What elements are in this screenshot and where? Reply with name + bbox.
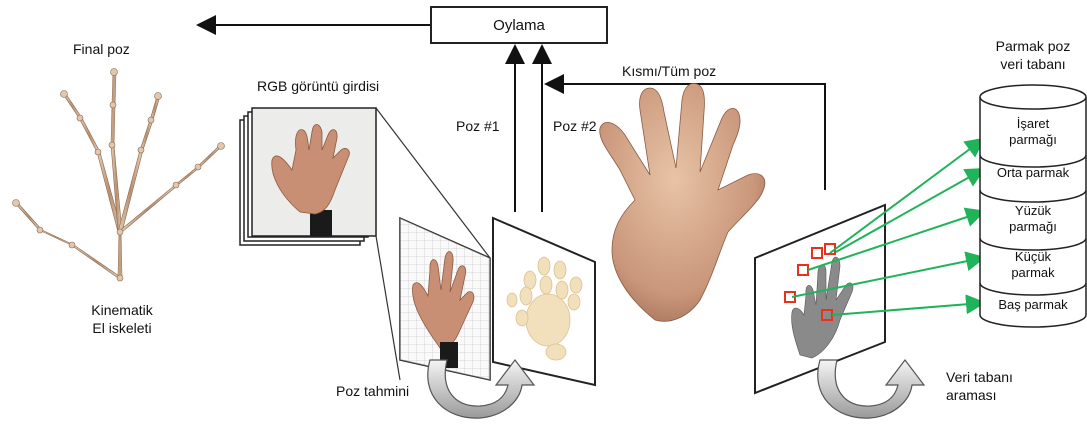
pose2-label: Poz #2	[553, 117, 597, 135]
db-segment-little: Küçük parmak	[982, 249, 1084, 281]
hand-3d-model	[600, 84, 765, 322]
db-search-label-1: Veri tabanı	[946, 368, 1013, 386]
final-pose-label: Final poz	[73, 40, 130, 58]
db-segment-thumb: Baş parmak	[982, 297, 1084, 313]
db-segment-ring: Yüzük parmağı	[982, 203, 1084, 235]
rgb-image-stack	[240, 108, 376, 245]
db-title-label-2: veri tabanı	[978, 55, 1087, 73]
kinematic-label-2: El iskeleti	[82, 319, 162, 337]
pose1-label: Poz #1	[456, 117, 500, 135]
database-search-arrow	[818, 360, 924, 418]
rgb-input-label: RGB görüntü girdisi	[257, 77, 379, 95]
voting-label: Oylama	[493, 17, 545, 34]
kinematic-label-1: Kinematik	[82, 301, 162, 319]
pose-estimation-label: Poz tahmini	[336, 382, 409, 400]
projection-line	[376, 236, 400, 380]
voting-box: Oylama	[430, 6, 608, 44]
db-search-label-2: araması	[946, 386, 997, 404]
db-segment-middle: Orta parmak	[982, 165, 1084, 181]
db-segment-index: İşaret parmağı	[982, 116, 1084, 148]
db-title-label-1: Parmak poz	[978, 37, 1087, 55]
partial-full-pose-label: Kısmı/Tüm poz	[622, 62, 716, 80]
joint-heatmap-plane	[493, 218, 595, 385]
cropped-hand-image	[400, 218, 490, 380]
kinematic-skeleton	[13, 69, 225, 282]
